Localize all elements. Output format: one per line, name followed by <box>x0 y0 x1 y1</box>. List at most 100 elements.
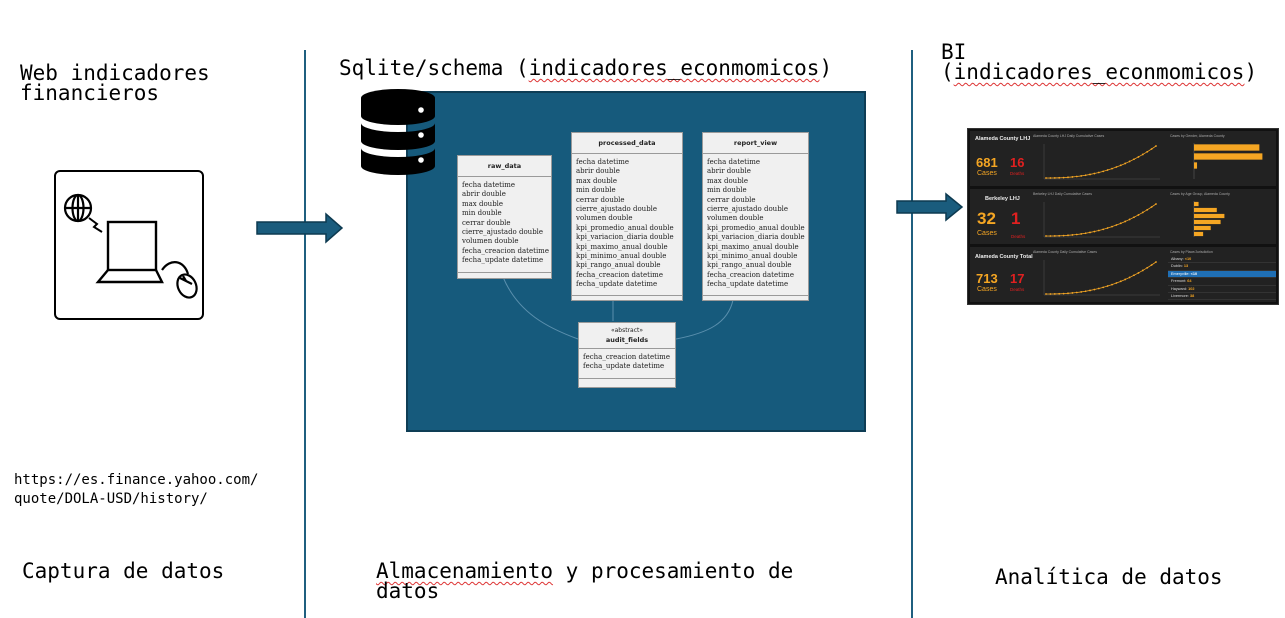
bar <box>1194 213 1225 219</box>
table-audit-fields[interactable]: «abstract» audit_fields fecha_creacion d… <box>578 322 676 388</box>
cases-value: 713 <box>976 271 998 286</box>
bar <box>1194 144 1260 151</box>
cases-value: 681 <box>976 155 998 170</box>
cumulative-point <box>1124 162 1127 165</box>
source-url-line2[interactable]: quote/DOLA-USD/history/ <box>14 491 208 507</box>
storage-title-suffix: ) <box>819 56 833 80</box>
cumulative-point <box>1053 235 1056 237</box>
cumulative-point <box>1102 286 1105 289</box>
deaths-label: Deaths <box>1011 234 1026 239</box>
cumulative-point <box>1137 156 1140 158</box>
table-field: kpi_promedio_anual double <box>707 223 805 232</box>
cases-label: Cases <box>977 170 997 177</box>
jurisdiction-item[interactable]: Albany: <10 <box>1168 256 1276 264</box>
cumulative-point <box>1137 214 1140 216</box>
bar <box>1194 207 1217 213</box>
cumulative-point <box>1111 167 1113 170</box>
cumulative-point <box>1155 261 1157 263</box>
cumulative-point <box>1058 234 1061 237</box>
table-field: max double <box>707 176 749 185</box>
chart-title: Cases by Age Group, Alameda County <box>1170 192 1230 196</box>
table-field: kpi_variacion_diaria double <box>576 233 674 242</box>
globe-icon <box>63 193 93 223</box>
cumulative-point <box>1084 290 1087 293</box>
cumulative-point <box>1049 293 1052 295</box>
jurisdiction-item[interactable]: Emeryville: <10 <box>1168 270 1276 279</box>
age-group-bar-chart <box>1193 201 1225 237</box>
cumulative-point <box>1084 174 1087 177</box>
jurisdiction-item[interactable]: Hayward: 102 <box>1168 286 1276 293</box>
capture-footer: Captura de datos <box>22 559 225 583</box>
cumulative-point <box>1058 176 1061 179</box>
analytics-footer: Analítica de datos <box>995 565 1223 589</box>
jurisdiction-item[interactable]: Fremont: 64 <box>1168 278 1276 286</box>
storage-footer-rest: y procesamiento de <box>553 559 794 583</box>
web-source-title-line1: Web indicadores <box>20 61 210 85</box>
jurisdiction-name: Hayward: <box>1171 286 1189 291</box>
bar <box>1194 153 1263 160</box>
storage-footer-line2: datos <box>376 579 440 603</box>
jurisdiction-item[interactable]: Livermore: 38 <box>1168 293 1276 301</box>
cumulative-point <box>1097 171 1100 174</box>
source-url-line1[interactable]: https://es.finance.yahoo.com/ <box>14 472 259 488</box>
chart-title: Alameda County LHJ Daily Cumulative Case… <box>1033 134 1105 138</box>
cumulative-point <box>1071 176 1074 178</box>
jurisdiction-name: Albany: <box>1171 257 1185 261</box>
jurisdiction-value: 64 <box>1187 279 1192 284</box>
dashboard-row: Alameda County LHJ 681 Cases 16 Deaths A… <box>970 131 1276 186</box>
cumulative-point <box>1119 164 1122 167</box>
table-field: abrir double <box>576 167 620 176</box>
cumulative-point <box>1058 292 1061 295</box>
web-capture-card <box>54 170 204 320</box>
table-field: kpi_maximo_anual double <box>576 242 668 251</box>
table-field: kpi_rango_anual double <box>707 261 792 270</box>
bi-title-prefix: ( <box>941 60 954 84</box>
cumulative-point <box>1150 264 1153 266</box>
table-field: max double <box>576 176 618 185</box>
table-field: kpi_variacion_diaria double <box>707 233 805 242</box>
deaths-value: 16 <box>1010 155 1025 170</box>
cumulative-point <box>1133 274 1135 277</box>
cumulative-point <box>1115 282 1118 284</box>
cumulative-point <box>1128 218 1131 221</box>
table-field: cierre_ajustado double <box>462 227 544 236</box>
dashboard-row: Berkeley LHJ 32 Cases 1 Deaths Berkeley … <box>970 189 1276 244</box>
table-field: cerrar double <box>576 195 625 204</box>
table-stereotype: «abstract» <box>610 327 644 334</box>
cumulative-point <box>1150 206 1153 208</box>
cumulative-point <box>1124 220 1127 223</box>
jurisdiction-value: 38 <box>1190 293 1195 298</box>
cumulative-point <box>1119 222 1122 225</box>
table-field: kpi_maximo_anual double <box>707 242 799 251</box>
city-name: Berkeley LHJ <box>985 196 1020 202</box>
cases-label: Cases <box>977 286 997 293</box>
table-field: abrir double <box>462 190 506 199</box>
city-name: Alameda County Total <box>975 254 1033 260</box>
cumulative-point <box>1049 235 1052 237</box>
source-url[interactable]: https://es.finance.yahoo.com/ quote/DOLA… <box>14 471 258 509</box>
wifi-link-icon <box>88 217 103 233</box>
table-field: fecha_update datetime <box>707 280 789 289</box>
cumulative-point <box>1045 177 1047 179</box>
cumulative-point <box>1141 153 1144 156</box>
cumulative-point <box>1133 158 1135 161</box>
jurisdiction-name: Livermore: <box>1171 293 1190 298</box>
cumulative-point <box>1115 224 1118 226</box>
jurisdiction-item[interactable]: Dublin: 13 <box>1168 263 1276 271</box>
arrow-storage-to-bi <box>896 192 964 222</box>
cumulative-point <box>1150 148 1153 150</box>
cumulative-point <box>1049 177 1052 179</box>
cumulative-point <box>1106 285 1109 287</box>
web-source-title-line2: financieros <box>20 81 160 105</box>
table-field: cerrar double <box>707 195 756 204</box>
table-field: min double <box>576 186 616 195</box>
cumulative-point <box>1080 291 1083 293</box>
cumulative-point <box>1067 292 1069 295</box>
cumulative-point <box>1146 150 1149 153</box>
cumulative-point <box>1128 160 1131 163</box>
